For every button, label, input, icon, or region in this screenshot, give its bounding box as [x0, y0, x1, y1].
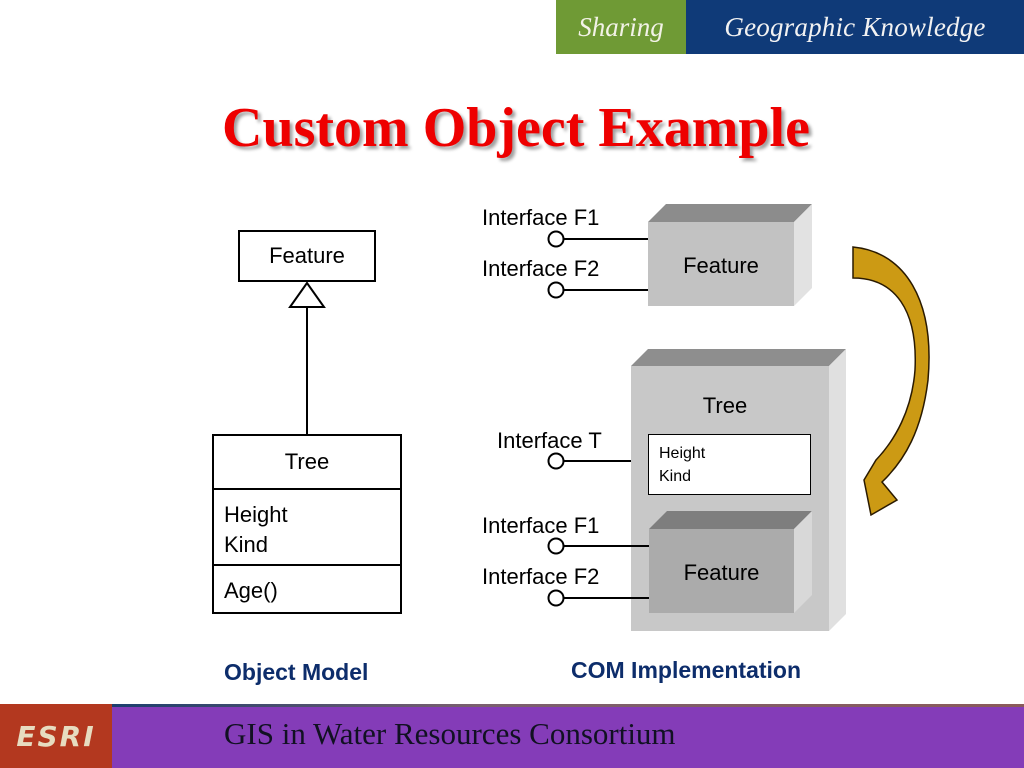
interface-t-connector	[547, 452, 631, 470]
uml-class-tree: Tree Height Kind Age()	[212, 434, 402, 614]
uml-class-tree-attributes: Height Kind	[214, 490, 400, 566]
interface-lollipop-icon	[547, 281, 565, 299]
footer-divider	[112, 704, 1024, 707]
tree-attribute: Height	[659, 445, 706, 462]
tree-object-label: Tree	[702, 393, 748, 418]
uml-attribute: Kind	[224, 532, 269, 557]
interface-t-label: Interface T	[497, 428, 602, 453]
footer-text: GIS in Water Resources Consortium	[224, 716, 676, 751]
tree-attributes-box: Height Kind	[648, 434, 811, 495]
inner-feature-object-label: Feature	[683, 560, 760, 585]
interface-f1-label: Interface F1	[482, 205, 600, 230]
header-banner: Sharing Geographic Knowledge	[556, 0, 1024, 54]
footer-bar	[112, 707, 1024, 768]
interface-f2-connector	[547, 281, 648, 299]
esri-logo: ESRI	[0, 704, 112, 768]
object-model-caption: Object Model	[224, 659, 369, 685]
uml-class-tree-methods: Age()	[214, 566, 400, 612]
inner-interface-f1-label: Interface F1	[482, 513, 600, 538]
uml-method: Age()	[224, 578, 278, 603]
interface-f2-label: Interface F2	[482, 256, 600, 281]
interface-lollipop-icon	[547, 452, 565, 470]
uml-class-tree-name: Tree	[214, 436, 400, 490]
tree-attribute: Kind	[659, 468, 692, 485]
feature-object-label: Feature	[683, 253, 759, 278]
inner-interface-f2-connector	[547, 589, 649, 607]
interface-f1-connector	[547, 230, 648, 248]
uml-class-feature: Feature	[238, 230, 376, 282]
inner-interface-f2-label: Interface F2	[482, 564, 600, 589]
inner-interface-f1-connector	[547, 537, 649, 555]
slide-title: Custom Object Example	[222, 97, 810, 159]
interface-lollipop-icon	[547, 230, 565, 248]
uml-class-feature-name: Feature	[269, 243, 345, 268]
interface-lollipop-icon	[547, 589, 565, 607]
interface-lollipop-icon	[547, 537, 565, 555]
banner-right: Geographic Knowledge	[686, 0, 1024, 54]
uml-attribute: Height	[224, 502, 288, 527]
curved-arrow-icon	[852, 246, 930, 517]
com-implementation-caption: COM Implementation	[571, 657, 802, 683]
banner-left: Sharing	[556, 0, 686, 54]
inheritance-triangle-icon	[288, 281, 326, 308]
